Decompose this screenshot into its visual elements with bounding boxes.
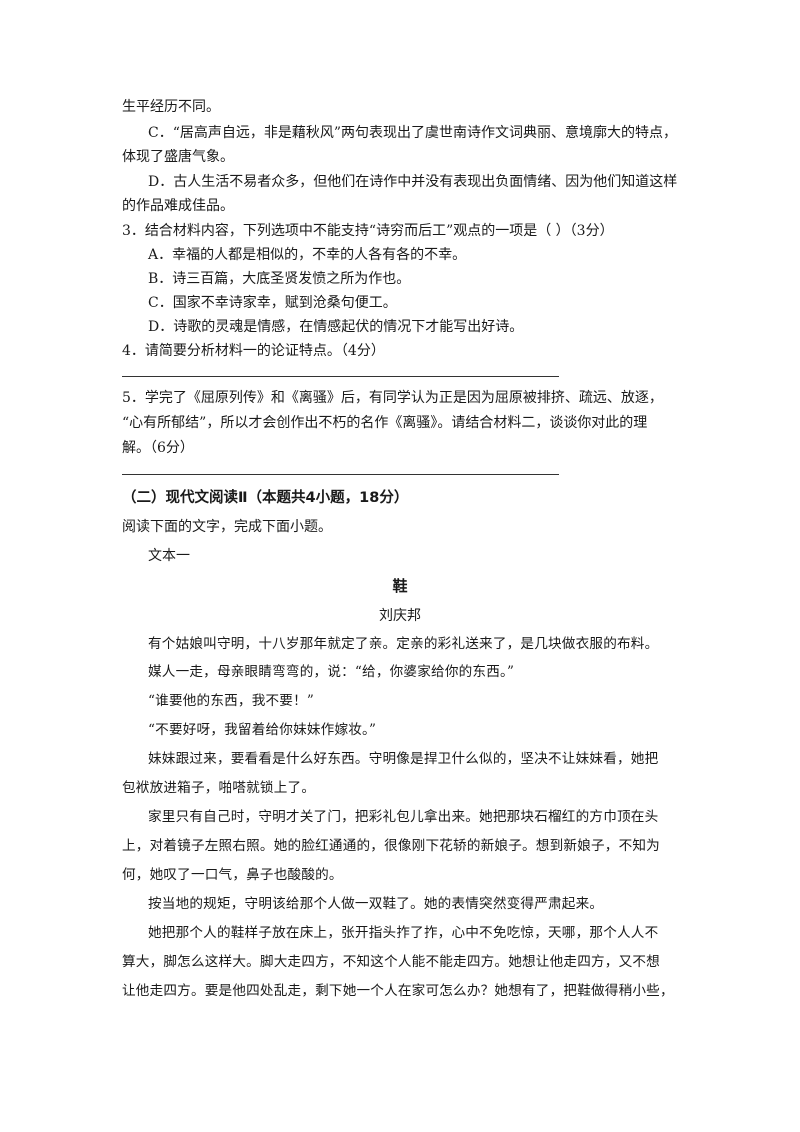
question-3-option-b: B．诗三百篇，大底圣贤发愤之所为作也。	[148, 271, 411, 287]
story-line: “不要好呀，我留着给你妹妹作嫁妆。”	[148, 722, 377, 738]
story-line: 妹妹跟过来，要看看是什么好东西。守明像是捍卫什么似的，坚决不让妹妹看，她把	[148, 751, 659, 767]
question-5-line: 解。（6分）	[122, 440, 194, 456]
story-line: 家里只有自己时，守明才关了门，把彩礼包儿拿出来。她把那块石榴红的方巾顶在头	[148, 809, 659, 825]
question-5-line: 5．学完了《屈原列传》和《离骚》后，有同学认为正是因为屈原被排挤、疏远、放逐，	[122, 390, 663, 406]
option-c-line: C．“居高声自远，非是藉秋风”两句表现出了虞世南诗作文词典丽、意境廓大的特点，	[148, 125, 678, 141]
section-heading: （二）现代文阅读Ⅱ（本题共4小题，18分）	[122, 490, 409, 506]
story-line: 有个姑娘叫守明，十八岁那年就定了亲。定亲的彩礼送来了，是几块做衣服的布料。	[148, 636, 659, 652]
answer-line	[122, 376, 559, 377]
story-line: 上，对着镜子左照右照。她的脸红通通的，很像刚下花轿的新娘子。想到新娘子，不知为	[122, 838, 660, 854]
story-author: 刘庆邦	[379, 608, 421, 624]
text-line: 的作品难成佳品。	[122, 198, 234, 214]
option-d-line: D．古人生活不易者众多，但他们在诗作中并没有表现出负面情绪、因为他们知道这样	[148, 174, 678, 190]
story-line: 算大，脚怎么这样大。脚大走四方，不知这个人能不能走四方。她想让他走四方，又不想	[122, 954, 660, 970]
story-line: 包袱放进箱子，啪嗒就锁上了。	[122, 780, 316, 796]
story-line: 媒人一走，母亲眼睛弯弯的，说：“给，你婆家给你的东西。”	[148, 664, 515, 680]
story-line: 让他走四方。要是他四处乱走，剩下她一个人在家可怎么办？她想有了，把鞋做得稍小些，	[122, 983, 674, 999]
text-line: 生平经历不同。	[122, 99, 220, 115]
question-5-line: “心有所郁结”，所以才会创作出不朽的名作《离骚》。请结合材料二，谈谈你对此的理	[122, 415, 648, 431]
text-label: 文本一	[148, 548, 190, 564]
question-4-stem: 4．请简要分析材料一的论证特点。（4分）	[122, 343, 385, 359]
question-3-option-c: C．国家不幸诗家幸，赋到沧桑句便工。	[148, 295, 397, 311]
story-line: 何，她叹了一口气，鼻子也酸酸的。	[122, 867, 343, 883]
story-line: “谁要他的东西，我不要！”	[148, 693, 315, 709]
story-title: 鞋	[392, 577, 408, 595]
story-line: 她把那个人的鞋样子放在床上，张开指头拃了拃，心中不免吃惊，天哪，那个人人不	[148, 925, 659, 941]
question-3-stem: 3．结合材料内容，下列选项中不能支持“诗穷而后工”观点的一项是（ ）（3分）	[122, 223, 614, 239]
text-line: 体现了盛唐气象。	[122, 149, 234, 165]
answer-line	[122, 474, 559, 475]
question-3-option-a: A．幸福的人都是相似的，不幸的人各有各的不幸。	[148, 247, 467, 263]
question-3-option-d: D．诗歌的灵魂是情感，在情感起伏的情况下才能写出好诗。	[148, 319, 524, 335]
section-instruction: 阅读下面的文字，完成下面小题。	[122, 519, 332, 535]
story-line: 按当地的规矩，守明该给那个人做一双鞋了。她的表情突然变得严肃起来。	[148, 896, 604, 912]
